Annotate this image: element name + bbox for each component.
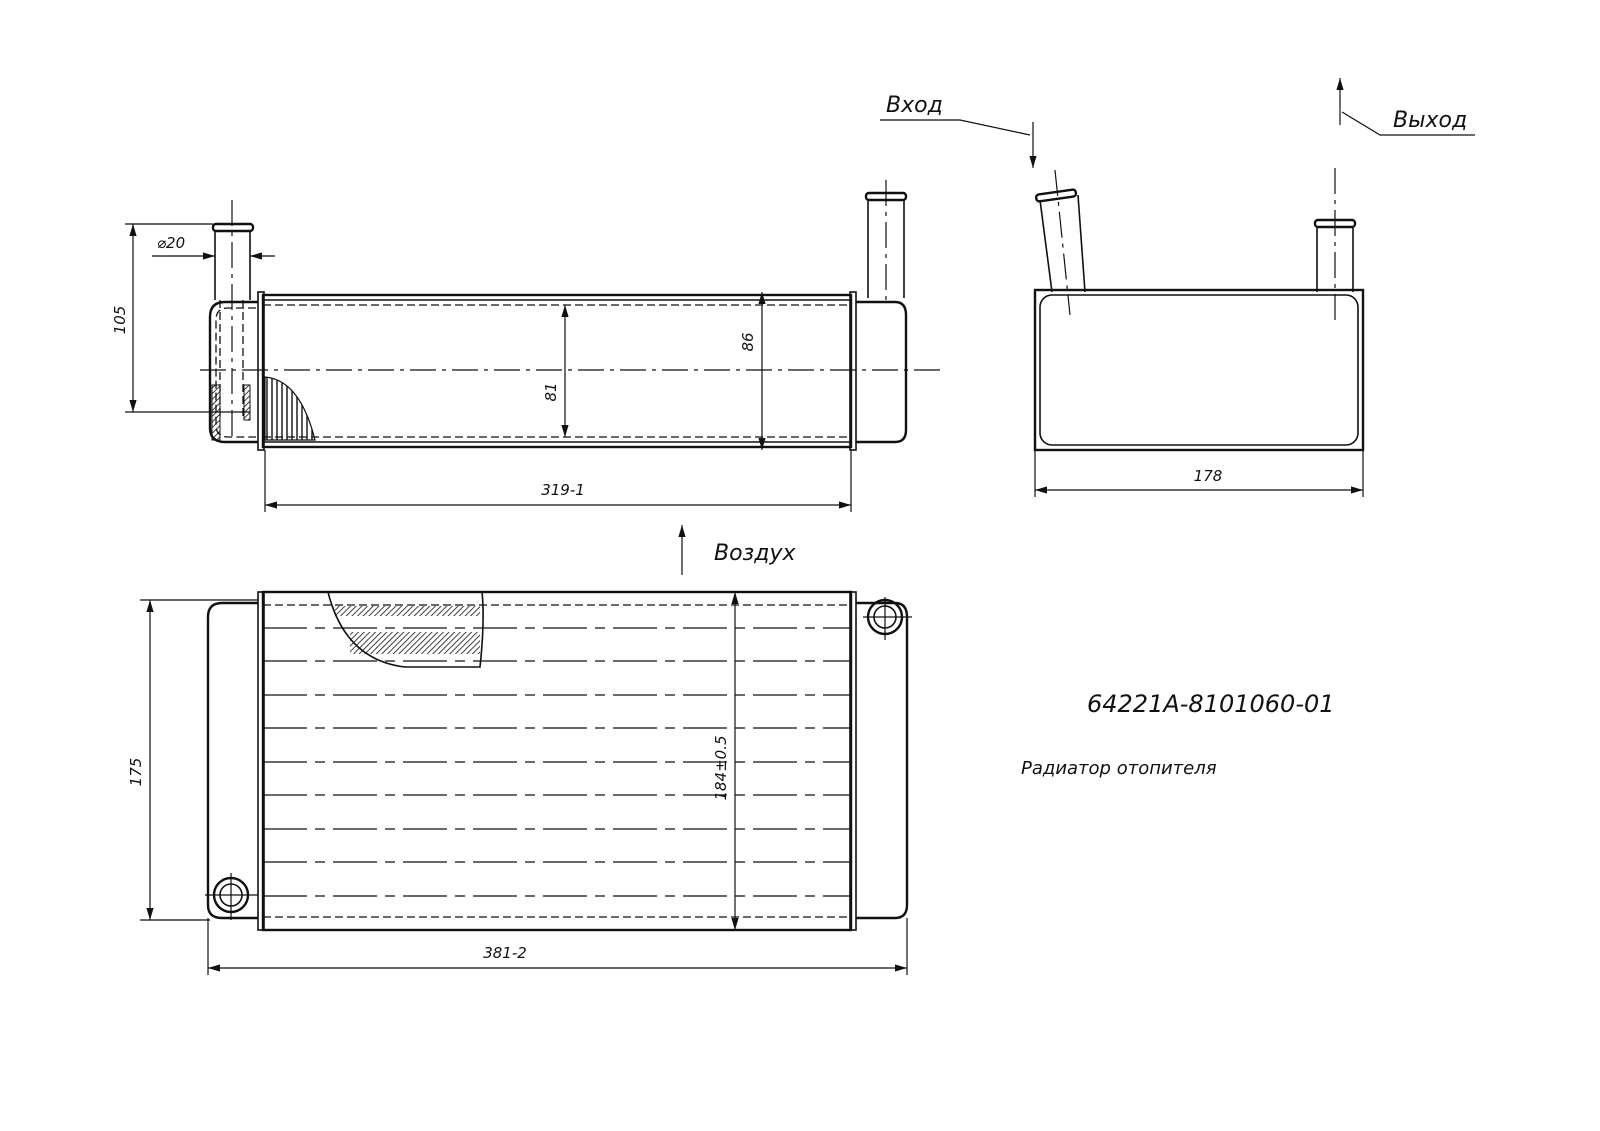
front-view: 105 ⌀20 81 86 319-1: [111, 180, 940, 512]
dim-core-outer: 86: [739, 332, 757, 351]
side-view: 178 Вход Выход: [880, 78, 1475, 497]
dim-core-inner: 81: [542, 382, 560, 401]
top-view: 175 184±0.5 381-2: [127, 590, 912, 975]
dim-pipe-height: 105: [111, 306, 129, 335]
dim-depth: 178: [1194, 467, 1223, 485]
part-name: Радиатор отопителя: [1021, 758, 1217, 779]
label-inlet: Вход: [886, 93, 943, 118]
dim-total-length: 381-2: [483, 944, 527, 962]
label-air: Воздух: [714, 541, 796, 566]
dim-total-height: 175: [127, 758, 145, 787]
part-number: 64221А-8101060-01: [1087, 690, 1335, 718]
dim-core-width: 184±0.5: [712, 735, 730, 800]
label-outlet: Выход: [1393, 108, 1467, 133]
dim-pipe-diameter: ⌀20: [157, 234, 185, 252]
dim-core-length: 319-1: [541, 481, 585, 499]
